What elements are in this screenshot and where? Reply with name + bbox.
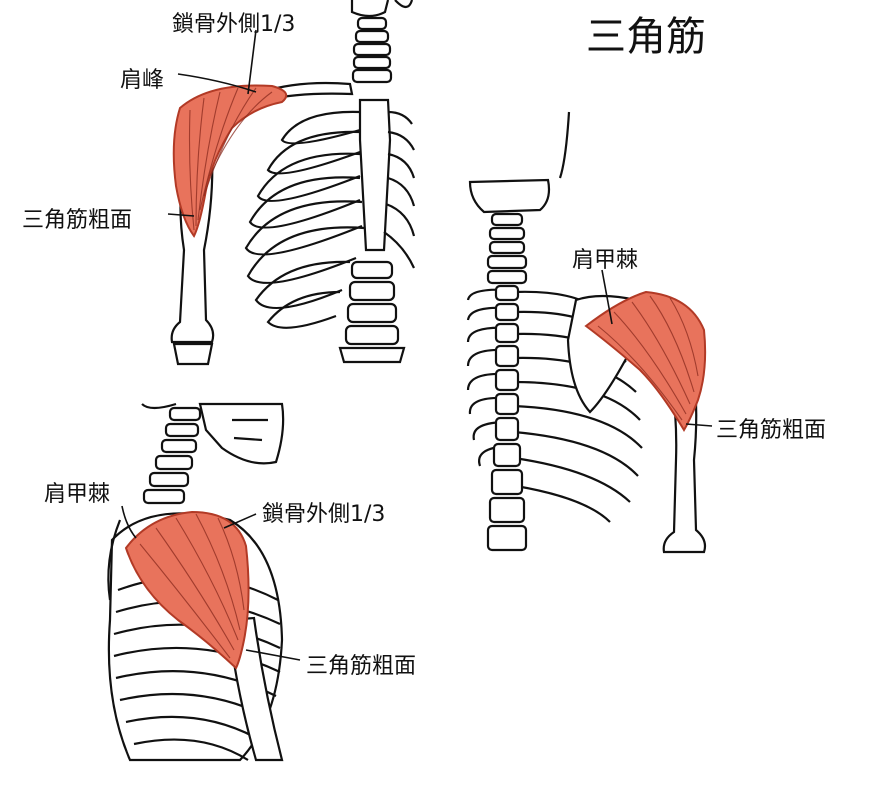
label-back-spine: 肩甲棘 [572, 248, 639, 273]
front-deltoid-muscle [172, 84, 288, 238]
front-ribs [244, 110, 416, 329]
back-spine [486, 284, 528, 552]
back-cervical-spine [486, 212, 528, 285]
diagram-title: 三角筋 [586, 14, 706, 60]
side-cervical-spine [142, 406, 202, 505]
label-back-tuberosity: 三角筋粗面 [716, 418, 827, 443]
leader-front-tuberosity [167, 213, 195, 217]
label-front-tuberosity: 三角筋粗面 [22, 208, 133, 233]
leader-front-acromion [177, 73, 257, 93]
leader-back-spine [601, 269, 613, 325]
front-sternum [358, 98, 392, 252]
back-deltoid-muscle [584, 290, 707, 432]
label-side-clavicle: 鎖骨外側1/3 [262, 502, 386, 527]
label-side-spine: 肩甲棘 [44, 482, 111, 507]
front-cervical-spine [351, 16, 393, 84]
label-front-acromion: 肩峰 [120, 68, 165, 93]
leader-back-tuberosity [685, 423, 713, 427]
side-deltoid-muscle [124, 510, 250, 670]
leader-side-clavicle [223, 513, 257, 529]
front-lumbar-spine [338, 260, 406, 364]
front-view-skeleton [170, 0, 416, 366]
leader-side-tuberosity [245, 649, 301, 661]
label-front-clavicle: 鎖骨外側1/3 [172, 12, 296, 37]
label-side-tuberosity: 三角筋粗面 [306, 654, 417, 679]
leader-front-clavicle [247, 29, 257, 95]
leader-side-spine [121, 505, 137, 539]
